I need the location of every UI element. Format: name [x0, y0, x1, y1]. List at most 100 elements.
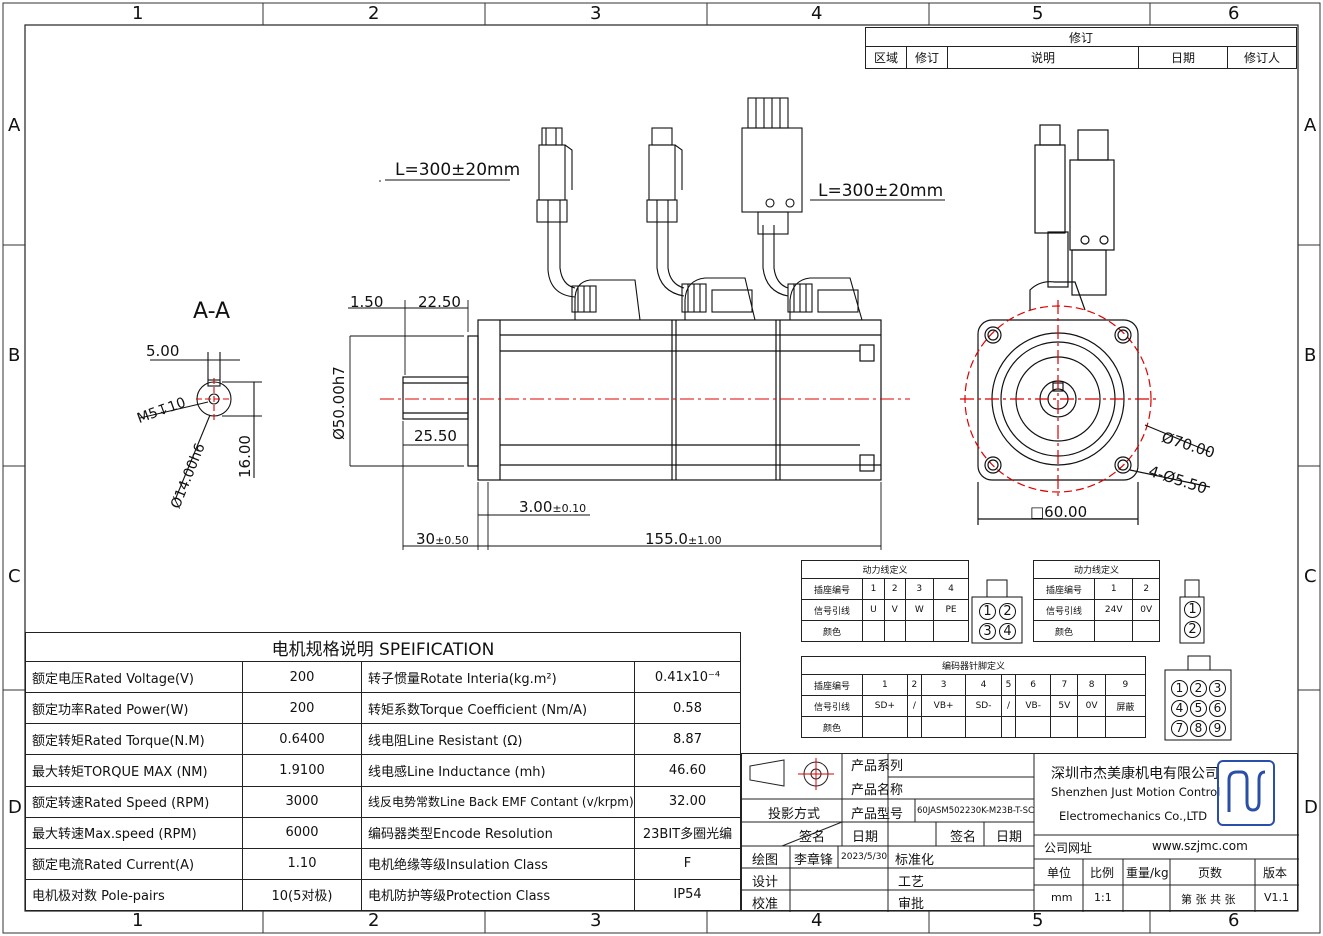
- product-series-label: 产品系列: [851, 759, 904, 774]
- pin: 9: [1209, 720, 1226, 737]
- brake-cell: [1093, 620, 1134, 642]
- col-label-1: 1: [132, 3, 144, 24]
- row-label-a: A: [8, 115, 21, 136]
- version-label: 版本: [1263, 866, 1288, 880]
- spec-value: 0.41x10⁻⁴: [634, 660, 741, 694]
- col-label-6-bottom: 6: [1228, 910, 1240, 931]
- brake-cell: 2: [1132, 578, 1160, 600]
- col-label-2-bottom: 2: [368, 910, 380, 931]
- spec-label: 额定转速Rated Speed (RPM): [25, 785, 243, 818]
- dim-diameter-50: Ø50.00h7: [330, 366, 348, 440]
- power-cell: PE: [933, 599, 969, 621]
- spec-value: 46.60: [634, 754, 741, 787]
- row-label-d: D: [8, 797, 22, 818]
- draw-label: 绘图: [752, 853, 779, 868]
- encoder-cell: [1050, 716, 1079, 738]
- col-label-3: 3: [590, 3, 602, 24]
- brake-cell: 插座编号: [1033, 578, 1095, 600]
- encoder-cell: 2: [906, 674, 923, 696]
- dim-3-00: 3.00±0.10: [519, 498, 587, 516]
- pin: 3: [1209, 680, 1226, 697]
- dim-3-00-tol: ±0.10: [552, 502, 587, 515]
- encoder-cell: /: [906, 695, 923, 717]
- pages-value: 第 张 共 张: [1181, 893, 1236, 906]
- encoder-cell: VB-: [1015, 695, 1052, 717]
- check-label: 校准: [752, 897, 779, 912]
- revision-title: 修订: [865, 27, 1297, 47]
- brake-cell: 1: [1093, 578, 1134, 600]
- spec-value: 1.9100: [242, 754, 362, 787]
- dim-30: 30±0.50: [416, 530, 469, 548]
- encoder-cell: SD-: [965, 695, 1002, 717]
- encoder-cell: 5: [1000, 674, 1017, 696]
- cable-length-left: L=300±20mm: [395, 160, 521, 180]
- power-cell: [883, 620, 906, 642]
- motor-front-view: [402, 97, 882, 481]
- spec-label: 电机防护等级Protection Class: [361, 878, 635, 912]
- motor-end-view: [960, 124, 1211, 525]
- encoder-cell: 3: [921, 674, 967, 696]
- sign-header: 签名: [799, 830, 826, 845]
- encoder-cell: [1015, 716, 1052, 738]
- spec-label: 额定电流Rated Current(A): [25, 847, 243, 880]
- draw-date: 2023/5/30: [841, 852, 888, 862]
- power-cell: 信号引线: [801, 599, 863, 621]
- dim-square-60: □60.00: [1030, 503, 1088, 521]
- encoder-cell: [1000, 716, 1017, 738]
- spec-label: 线反电势常数Line Back EMF Contant (v/krpm): [361, 785, 635, 818]
- drawer-name: 李章锋: [794, 853, 834, 868]
- title-block-grid: [742, 754, 1299, 912]
- dim-5-00: 5.00: [146, 342, 180, 360]
- spec-value: 0.6400: [242, 723, 362, 756]
- row-label-d-right: D: [1304, 797, 1318, 818]
- pin: 1: [1171, 680, 1188, 697]
- dim-155-tol: ±1.00: [687, 534, 722, 547]
- col-label-1-bottom: 1: [132, 910, 144, 931]
- company-website: www.szjmc.com: [1152, 839, 1248, 853]
- encoder-pin-table: 编码器针脚定义 插座编号 1 2 3 4 5 6 7 8 9 信号引线 SD+ …: [801, 656, 1147, 738]
- pin: 7: [1171, 720, 1188, 737]
- brake-table-title: 动力线定义: [1033, 560, 1160, 579]
- encoder-cell: VB+: [921, 695, 967, 717]
- section-title: A-A: [193, 299, 231, 324]
- dim-25-50: 25.50: [414, 427, 457, 445]
- spec-label: 电机极对数 Pole-pairs: [25, 878, 243, 912]
- encoder-cell: 1: [862, 674, 908, 696]
- product-model-value: 60JASM502230K-M23B-T-SC: [917, 806, 1034, 816]
- date-header-2: 日期: [996, 830, 1023, 845]
- spec-value: 3000: [242, 785, 362, 818]
- brake-cell: 信号引线: [1033, 599, 1095, 621]
- encoder-table-title: 编码器针脚定义: [801, 656, 1146, 675]
- scale-label: 比例: [1090, 866, 1115, 880]
- spec-value: 0.58: [634, 692, 741, 725]
- spec-label: 线电阻Line Resistant (Ω): [361, 723, 635, 756]
- encoder-cell: [906, 716, 923, 738]
- col-label-2: 2: [368, 3, 380, 24]
- encoder-cell: 5V: [1050, 695, 1079, 717]
- encoder-cell: 9: [1104, 674, 1147, 696]
- pin: 3: [979, 623, 996, 640]
- row-label-b: B: [8, 345, 21, 366]
- weight-label: 重量/kg: [1126, 866, 1169, 880]
- encoder-cell: [921, 716, 967, 738]
- section-a-a-view: [139, 352, 262, 501]
- pin: 4: [999, 623, 1016, 640]
- col-label-4-bottom: 4: [811, 910, 823, 931]
- encoder-cell: [965, 716, 1002, 738]
- power-cell: 插座编号: [801, 578, 863, 600]
- company-name-en-1: Shenzhen Just Motion Control: [1051, 785, 1221, 799]
- spec-value: 6000: [242, 816, 362, 849]
- power-cell: [933, 620, 969, 642]
- power-cell: V: [883, 599, 906, 621]
- power-table-title: 动力线定义: [801, 560, 969, 579]
- unit-label: 单位: [1047, 866, 1072, 880]
- encoder-cell: 6: [1015, 674, 1052, 696]
- revision-header-rev: 修订: [906, 46, 948, 69]
- spec-label: 额定转矩Rated Torque(N.M): [25, 723, 243, 756]
- spec-value: 8.87: [634, 723, 741, 756]
- spec-value: 32.00: [634, 785, 741, 818]
- col-label-5: 5: [1032, 3, 1044, 24]
- power-cell: 4: [933, 578, 969, 600]
- pin: 1: [1184, 601, 1201, 618]
